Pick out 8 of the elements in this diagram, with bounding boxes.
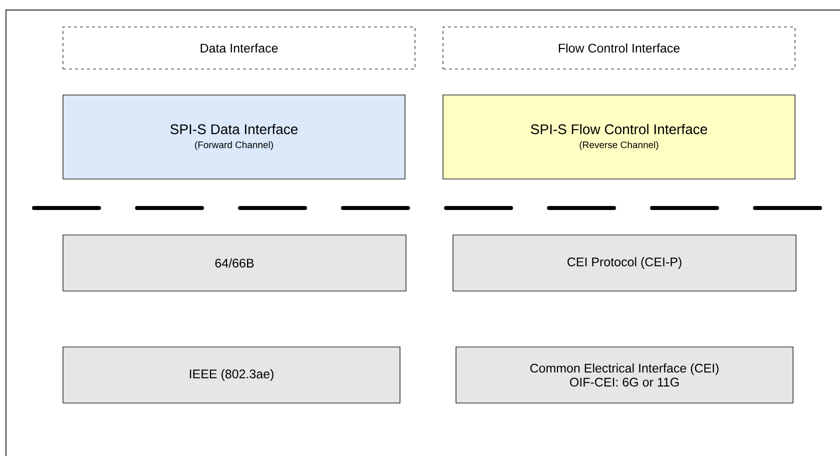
- interface-label-box: Data Interface: [62, 26, 416, 70]
- interface-label-box: Flow Control Interface: [442, 26, 796, 70]
- layer-box: IEEE (802.3ae): [62, 346, 400, 404]
- layer-box: Common Electrical Interface (CEI) OIF-CEI: 6G or 11G: [456, 346, 794, 404]
- interface-box: SPI-S Flow Control Interface (Reverse Channel): [442, 94, 796, 180]
- layer-box: 64/66B: [62, 234, 406, 292]
- interface-box: SPI-S Data Interface (Forward Channel): [62, 94, 406, 180]
- layer-box: CEI Protocol (CEI-P): [452, 234, 796, 292]
